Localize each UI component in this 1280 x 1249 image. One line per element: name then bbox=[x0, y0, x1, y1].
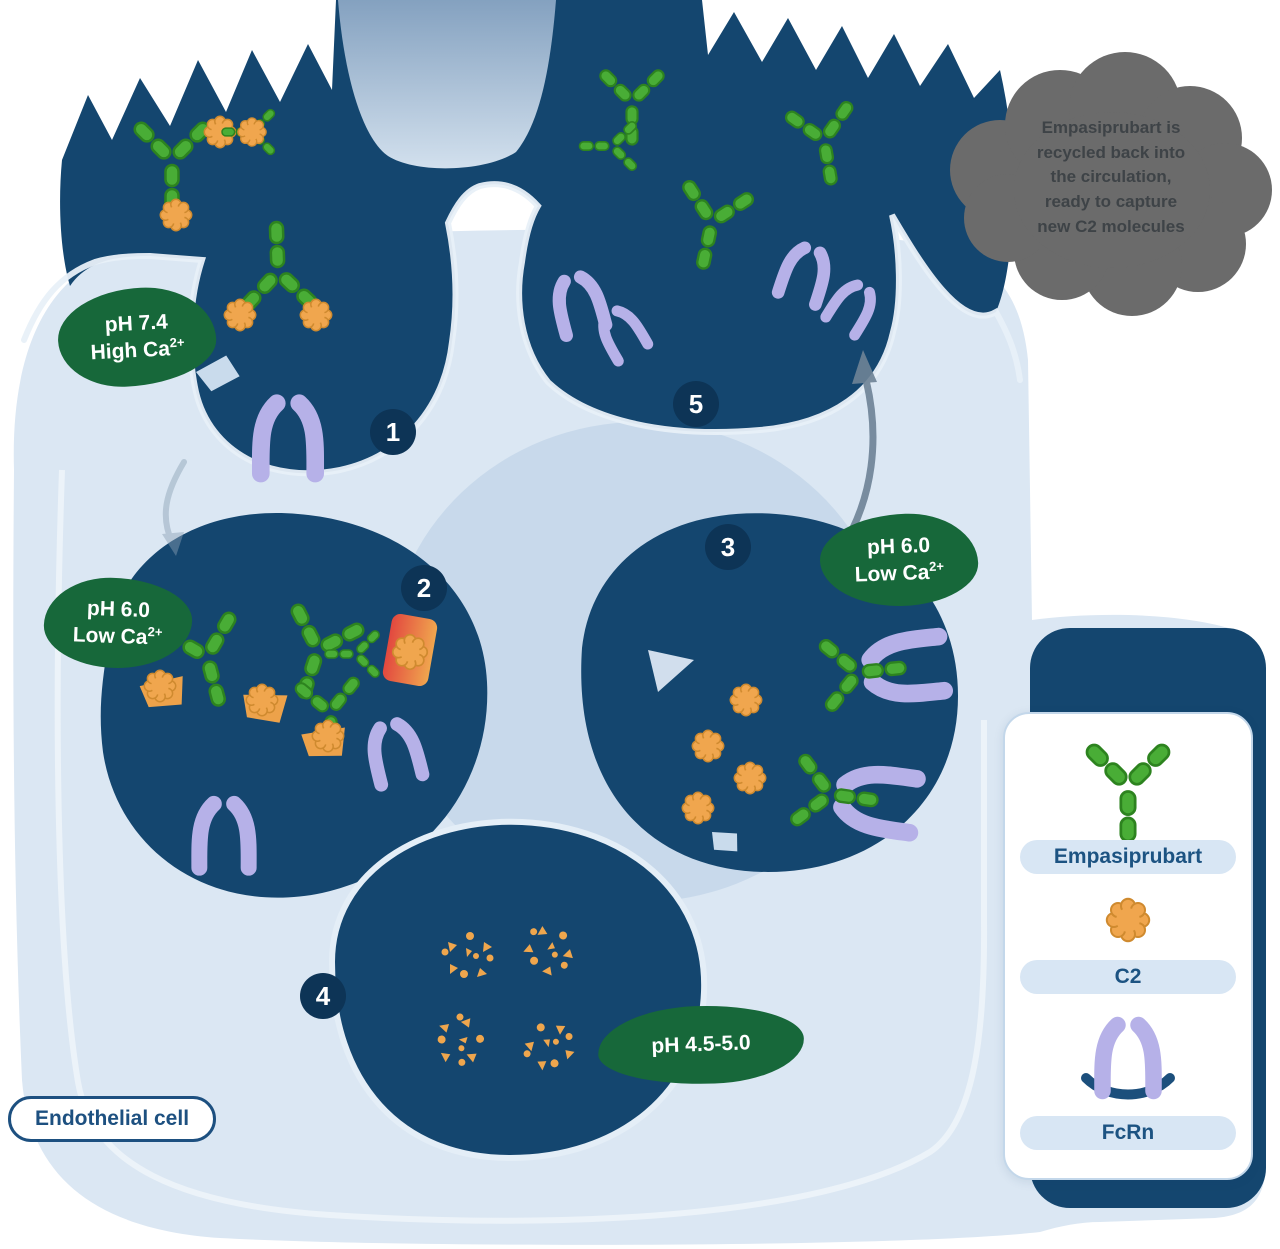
c2-icon bbox=[733, 761, 767, 795]
c2-icon bbox=[237, 117, 267, 147]
step-marker-4: 4 bbox=[300, 973, 346, 1019]
calcium-level: Low Ca2+ bbox=[72, 623, 163, 650]
extracellular-space bbox=[60, 0, 1014, 474]
info-cloud bbox=[950, 52, 1272, 316]
calcium-level: High Ca2+ bbox=[90, 334, 185, 365]
ph-value: pH 6.0 bbox=[866, 533, 931, 559]
c2-icon bbox=[681, 791, 715, 825]
step-marker-5: 5 bbox=[673, 381, 719, 427]
internalization-arrow bbox=[162, 459, 187, 556]
empasiprubart-antibody-icon bbox=[1053, 728, 1203, 840]
c2-icon bbox=[729, 683, 763, 717]
c2-icon bbox=[245, 683, 279, 717]
c2-icon bbox=[391, 633, 429, 671]
ph-value: pH 4.5-5.0 bbox=[651, 1031, 751, 1059]
fcrn-icon bbox=[1063, 1008, 1193, 1108]
legend-label-empasiprubart: Empasiprubart bbox=[1020, 840, 1236, 874]
ph-value: pH 7.4 bbox=[104, 310, 169, 337]
info-cloud-text: Empasiprubart is recycled back into the … bbox=[1036, 118, 1186, 236]
inner-membrane-line bbox=[54, 469, 988, 1224]
endosome-3-icons bbox=[648, 626, 945, 858]
membrane-channel bbox=[338, 0, 556, 169]
c2-icon bbox=[691, 729, 725, 763]
c2-icon bbox=[299, 298, 333, 332]
legend-label-fcrn: FcRn bbox=[1020, 1116, 1236, 1150]
membrane-wedge bbox=[648, 650, 694, 692]
legend-panel: Empasiprubart C2 FcRn bbox=[1003, 712, 1253, 1180]
c2-icon bbox=[1096, 888, 1160, 952]
lysosome-4 bbox=[328, 818, 708, 1162]
step-marker-1: 1 bbox=[370, 409, 416, 455]
endosome-2 bbox=[100, 513, 488, 898]
endosome-2-icons bbox=[139, 600, 438, 868]
c2-icon bbox=[223, 298, 257, 332]
calcium-level: Low Ca2+ bbox=[854, 558, 945, 587]
step-marker-2: 2 bbox=[401, 565, 447, 611]
legend-label-c2: C2 bbox=[1020, 960, 1236, 994]
c2-icon bbox=[143, 669, 177, 703]
ph-value: pH 6.0 bbox=[86, 596, 151, 622]
c2-icon bbox=[311, 719, 345, 753]
step-marker-3: 3 bbox=[705, 524, 751, 570]
endothelial-cell-label: Endothelial cell bbox=[8, 1096, 217, 1142]
c2-icon bbox=[159, 198, 193, 232]
